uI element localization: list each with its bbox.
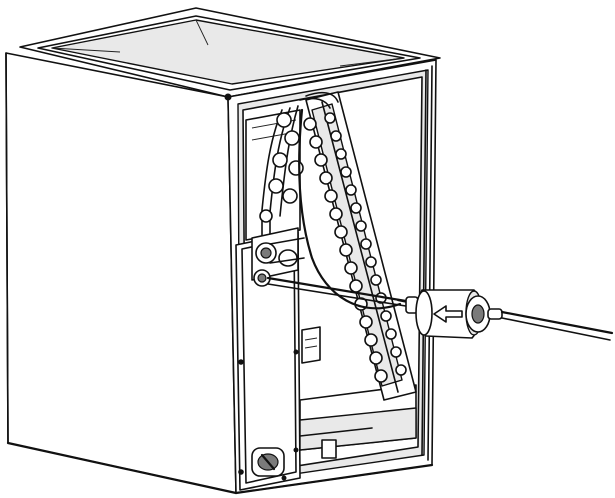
panel-screw-icon (293, 447, 299, 453)
drain-pan (299, 384, 417, 459)
cabinet-base (6, 441, 434, 495)
top-flange (19, 7, 441, 98)
flow-direction-arrow-icon (433, 305, 463, 323)
panel-screw-icon (238, 469, 244, 475)
access-panel (235, 231, 301, 491)
corner-screw-icon (224, 93, 232, 101)
cabinet-left-panel (5, 52, 237, 494)
suction-tube (298, 108, 402, 310)
coil-hairpins-right (324, 112, 407, 376)
drain-port (251, 447, 285, 477)
panel-screw-icon (238, 359, 244, 365)
filter-drier (396, 289, 491, 339)
outlet-tube (487, 308, 614, 341)
panel-screw-icon (293, 349, 299, 355)
panel-screw-icon (281, 475, 287, 481)
nameplate (301, 326, 321, 364)
line-set-fittings (251, 227, 305, 287)
liquid-line (266, 276, 414, 308)
